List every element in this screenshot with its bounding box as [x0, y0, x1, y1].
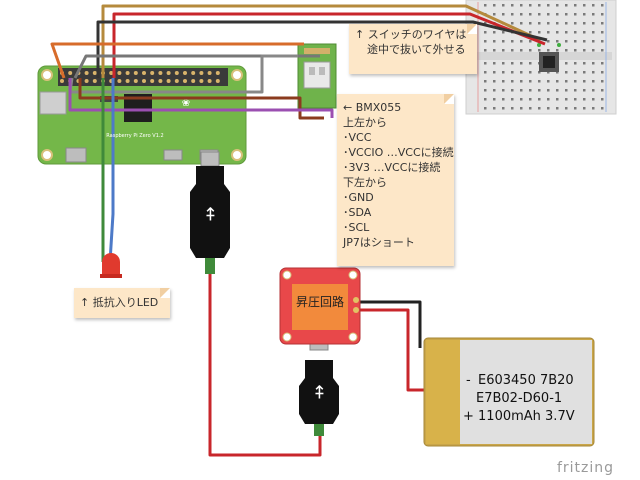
wires	[50, 4, 548, 457]
fritzing-watermark: fritzing	[556, 460, 614, 476]
push-switch	[537, 43, 561, 72]
svg-text:⇸: ⇸	[200, 206, 221, 221]
bmx-line-5: ･3V3 …VCCに接続	[343, 161, 441, 174]
bmx-line-6: 下左から	[343, 176, 387, 189]
bmx-line-8: ･SDA	[343, 206, 372, 219]
svg-text:❀: ❀	[182, 98, 190, 109]
battery-minus: -	[466, 373, 471, 388]
led-note-line: ↑ 抵抗入りLED	[80, 296, 159, 309]
bmx-line-3: ･VCC	[343, 131, 372, 144]
switch-note-line-2: 途中で抜いて外せる	[367, 43, 466, 56]
bmx-line-1: ← BMX055	[343, 101, 402, 114]
bmx-line-10: JP7はショート	[343, 236, 415, 249]
switch-note: ↑ スイッチのワイヤは 途中で抜いて外せる	[349, 24, 477, 74]
usb-cable-bottom: ⇸	[299, 335, 339, 436]
bmx-line-4: ･VCCIO …VCCに接続	[343, 146, 454, 159]
booster-board: 昇圧回路	[279, 267, 361, 345]
switch-note-line-1: ↑ スイッチのワイヤは	[355, 28, 467, 41]
board-label: Raspberry Pi Zero V1.2	[106, 133, 163, 139]
led-note: ↑ 抵抗入りLED	[74, 288, 170, 318]
bmx-note: ← BMX055 上左から ･VCC ･VCCIO …VCCに接続 ･3V3 ……	[337, 94, 454, 266]
battery-line-2: E7B02-D60-1	[476, 391, 562, 406]
bmx055-module	[297, 43, 337, 109]
bmx-line-7: ･GND	[343, 191, 374, 204]
led	[100, 253, 122, 278]
lipo-battery: - E603450 7B20 E7B02-D60-1 + 1100mAh 3.7…	[423, 337, 595, 447]
usb-cable-top: ⇸	[190, 151, 230, 274]
battery-line-1: E603450 7B20	[478, 373, 574, 388]
bmx-line-2: 上左から	[343, 116, 387, 129]
battery-line-3: + 1100mAh 3.7V	[463, 409, 575, 424]
bmx-line-9: ･SCL	[343, 221, 370, 234]
booster-label: 昇圧回路	[296, 294, 344, 309]
svg-text:⇸: ⇸	[309, 384, 330, 399]
